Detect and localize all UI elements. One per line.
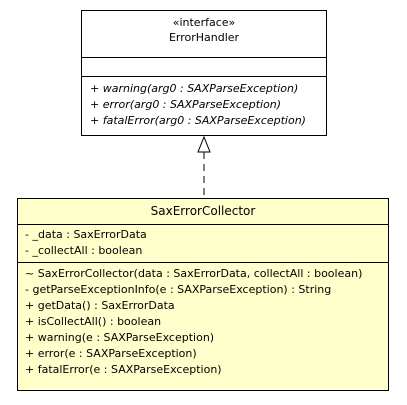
implementation-operations-compartment: ~ SaxErrorCollector(data : SaxErrorData,…: [18, 262, 388, 378]
interface-class-name: ErrorHandler: [168, 31, 240, 44]
interface-class-box[interactable]: «interface» ErrorHandler + warning(arg0 …: [81, 10, 327, 136]
class-operation: + error(e : SAXParseException): [25, 347, 197, 360]
class-operation: - getParseExceptionInfo(e : SAXParseExce…: [25, 283, 332, 296]
class-operation: ~ SaxErrorCollector(data : SaxErrorData,…: [25, 267, 363, 280]
interface-name-compartment: «interface» ErrorHandler: [82, 11, 326, 57]
class-operation: + getData() : SaxErrorData: [25, 299, 175, 312]
interface-operation: + fatalError(arg0 : SAXParseException): [90, 114, 306, 127]
interface-operation: + error(arg0 : SAXParseException): [90, 98, 282, 111]
class-attribute: - _data : SaxErrorData: [25, 228, 147, 241]
implementation-class-name: SaxErrorCollector: [150, 204, 256, 218]
interface-operations-compartment: + warning(arg0 : SAXParseException) + er…: [82, 76, 326, 129]
implementation-class-box[interactable]: SaxErrorCollector - _data : SaxErrorData…: [17, 198, 389, 391]
class-attribute: - _collectAll : boolean: [25, 244, 143, 257]
class-operation: + fatalError(e : SAXParseException): [25, 363, 222, 376]
implementation-attributes-compartment: - _data : SaxErrorData - _collectAll : b…: [18, 224, 388, 262]
interface-stereotype: «interface»: [172, 16, 236, 29]
interface-operation: + warning(arg0 : SAXParseException): [90, 82, 299, 95]
class-operation: + warning(e : SAXParseException): [25, 331, 215, 344]
realization-arrowhead-icon: [197, 135, 211, 153]
class-operation: + isCollectAll() : boolean: [25, 315, 162, 328]
interface-attributes-compartment: [82, 57, 326, 76]
